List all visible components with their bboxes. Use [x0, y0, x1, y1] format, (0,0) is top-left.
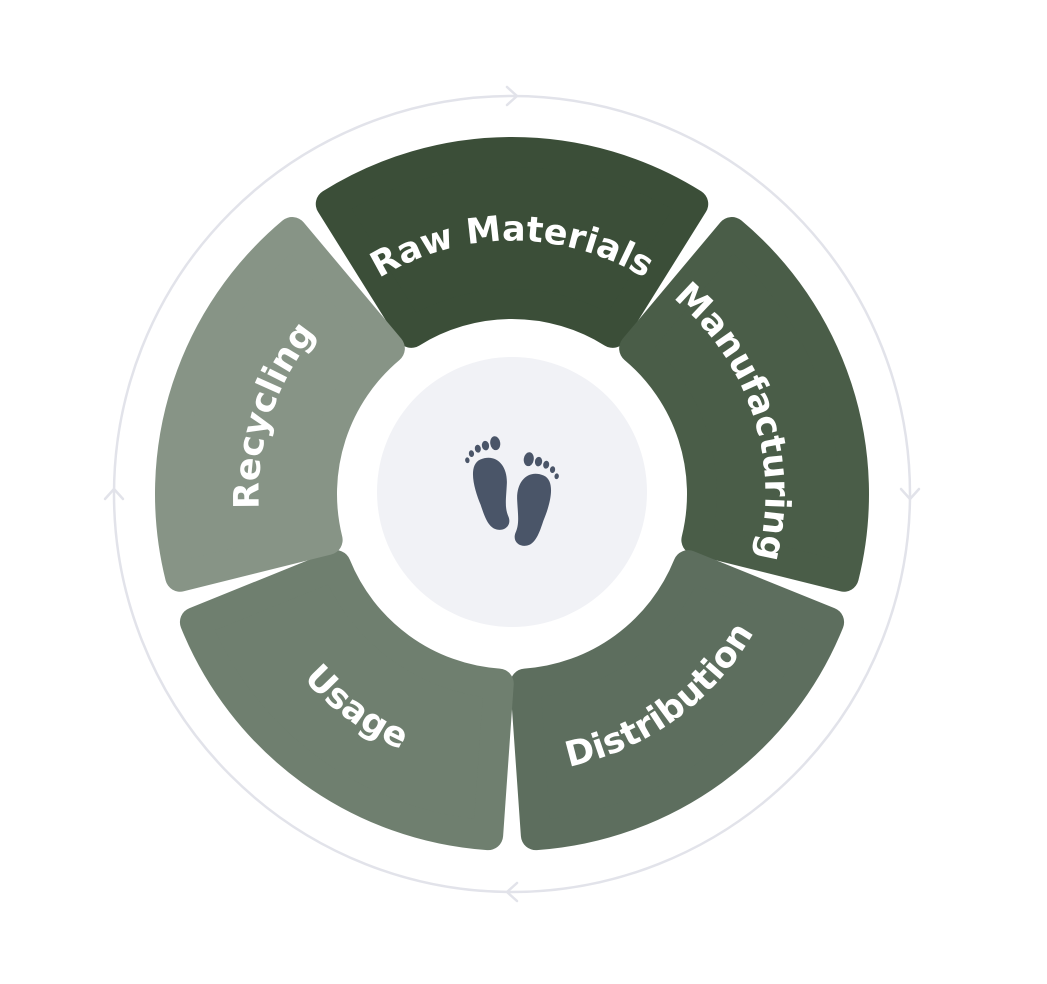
segment-recycling: Recycling	[155, 217, 405, 592]
cycle-ring	[103, 85, 921, 903]
center-hub	[377, 357, 647, 627]
center-disc	[377, 357, 647, 627]
segment-distribution-shape	[510, 550, 845, 851]
segment-manufacturing-shape	[619, 217, 869, 592]
cycle-arrow-icon	[505, 881, 519, 903]
cycle-arrow-icon	[505, 85, 519, 107]
segment-raw-materials: Raw Materials	[315, 137, 709, 348]
segment-recycling-shape	[155, 217, 405, 592]
segment-raw-materials-shape	[315, 137, 709, 348]
cycle-ring-circle	[112, 94, 912, 894]
segments: Raw MaterialsManufacturingDistributionUs…	[155, 137, 869, 851]
cycle-arrow-icon	[899, 487, 921, 501]
footprints-icon	[465, 436, 559, 546]
segment-distribution: Distribution	[510, 550, 845, 851]
cycle-arrow-icon	[103, 487, 125, 501]
segment-manufacturing: Manufacturing	[619, 217, 869, 592]
segment-usage: Usage	[179, 550, 514, 851]
segment-usage-shape	[179, 550, 514, 851]
